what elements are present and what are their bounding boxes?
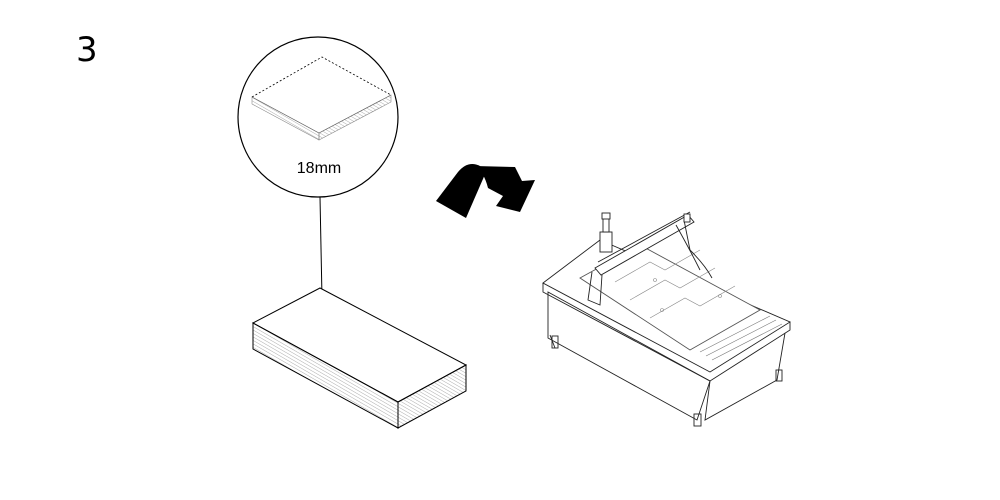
material-block — [251, 287, 468, 429]
thickness-label: 18mm — [296, 160, 342, 177]
curved-arrow-icon — [436, 164, 535, 218]
cnc-router-illustration — [542, 211, 791, 427]
detail-magnifier — [237, 36, 399, 198]
step-number: 3 — [76, 30, 98, 70]
plywood-sheet-icon — [251, 56, 392, 141]
